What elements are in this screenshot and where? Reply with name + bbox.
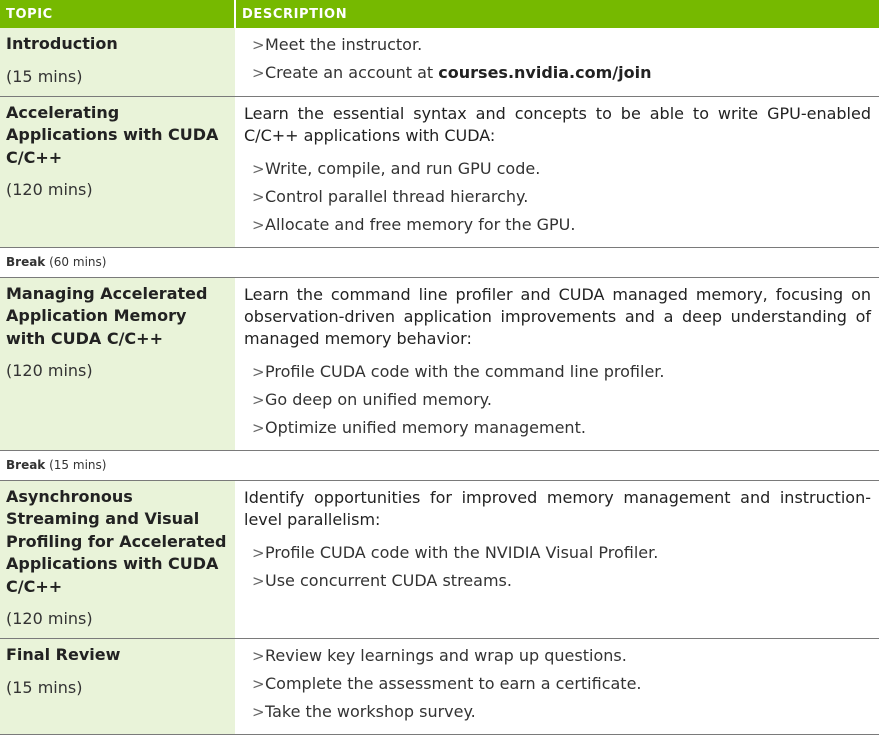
list-item-text: Go deep on unified memory. <box>265 389 492 409</box>
topic-duration: (15 mins) <box>6 66 83 86</box>
bullet-list: >Profile CUDA code with the NVIDIA Visua… <box>244 539 871 595</box>
caret-right-icon: > <box>252 390 265 409</box>
list-item: >Take the workshop survey. <box>244 698 871 726</box>
bullet-list: >Meet the instructor. >Create an account… <box>244 31 871 87</box>
list-item-text: Write, compile, and run GPU code. <box>265 158 541 178</box>
list-item-text: Take the workshop survey. <box>265 702 476 721</box>
caret-right-icon: > <box>252 418 265 437</box>
table-row: Final Review (15 mins) >Review key learn… <box>0 638 879 735</box>
description-lead: Identify opportunities for improved memo… <box>244 487 871 529</box>
description-cell: Identify opportunities for improved memo… <box>235 480 879 639</box>
bullet-list: >Profile CUDA code with the command line… <box>244 358 871 442</box>
caret-right-icon: > <box>252 571 265 590</box>
caret-right-icon: > <box>252 215 265 234</box>
topic-cell: Accelerating Applications with CUDA C/C+… <box>0 96 235 247</box>
topic-title: Final Review <box>6 645 121 664</box>
table-row: Accelerating Applications with CUDA C/C+… <box>0 96 879 247</box>
list-item: >Use concurrent CUDA streams. <box>244 567 871 595</box>
topic-duration: (120 mins) <box>6 180 93 199</box>
topic-duration: (120 mins) <box>6 361 93 380</box>
table-row: Introduction (15 mins) >Meet the instruc… <box>0 28 879 96</box>
list-item: >Meet the instructor. <box>244 31 871 59</box>
list-item-text: Use concurrent CUDA streams. <box>265 570 512 590</box>
list-item: >Allocate and free memory for the GPU. <box>244 211 871 239</box>
bullet-list: >Write, compile, and run GPU code. >Cont… <box>244 155 871 239</box>
topic-duration: (15 mins) <box>6 677 83 697</box>
caret-right-icon: > <box>252 647 265 665</box>
list-item: >Write, compile, and run GPU code. <box>244 155 871 183</box>
description-lead: Learn the essential syntax and concepts … <box>244 103 871 145</box>
topic-cell: Asynchronous Streaming and Visual Profil… <box>0 480 235 639</box>
break-cell: Break (60 mins) <box>0 247 879 277</box>
list-item: >Profile CUDA code with the command line… <box>244 358 871 386</box>
list-item-text: Allocate and free memory for the GPU. <box>265 214 576 234</box>
table-row: Asynchronous Streaming and Visual Profil… <box>0 480 879 639</box>
list-item: >Review key learnings and wrap up questi… <box>244 642 871 670</box>
topic-duration: (120 mins) <box>6 609 93 628</box>
description-lead: Learn the command line profiler and CUDA… <box>244 284 871 348</box>
break-cell: Break (15 mins) <box>0 450 879 480</box>
list-item-text: Review key learnings and wrap up questio… <box>265 646 627 665</box>
list-item-text: Create an account at <box>265 63 439 82</box>
caret-right-icon: > <box>252 675 265 693</box>
topic-title: Accelerating Applications with CUDA C/C+… <box>6 102 219 167</box>
caret-right-icon: > <box>252 36 265 54</box>
break-row: Break (15 mins) <box>0 450 879 480</box>
list-item-text: Optimize unified memory management. <box>265 417 586 437</box>
list-item: >Optimize unified memory management. <box>244 414 871 442</box>
caret-right-icon: > <box>252 159 265 178</box>
description-cell: Learn the essential syntax and concepts … <box>235 96 879 247</box>
topic-cell: Final Review (15 mins) <box>0 638 235 735</box>
description-cell: Learn the command line profiler and CUDA… <box>235 277 879 450</box>
list-item-text: Profile CUDA code with the command line … <box>265 361 665 381</box>
topic-title: Introduction <box>6 34 118 53</box>
description-cell: >Meet the instructor. >Create an account… <box>235 28 879 96</box>
break-label: Break <box>6 254 46 269</box>
break-duration: (60 mins) <box>49 254 107 269</box>
list-item: >Complete the assessment to earn a certi… <box>244 670 871 698</box>
list-item: >Create an account at courses.nvidia.com… <box>244 59 871 87</box>
topic-title: Asynchronous Streaming and Visual Profil… <box>6 486 227 596</box>
topic-header: TOPIC <box>0 0 236 28</box>
caret-right-icon: > <box>252 362 265 381</box>
table-row: Managing Accelerated Application Memory … <box>0 277 879 450</box>
list-item-text: Meet the instructor. <box>265 35 423 54</box>
caret-right-icon: > <box>252 703 265 721</box>
list-item: >Go deep on unified memory. <box>244 386 871 414</box>
description-header: DESCRIPTION <box>235 0 879 28</box>
caret-right-icon: > <box>252 64 265 82</box>
topic-title: Managing Accelerated Application Memory … <box>6 283 208 348</box>
topic-cell: Managing Accelerated Application Memory … <box>0 277 235 450</box>
list-item: >Profile CUDA code with the NVIDIA Visua… <box>244 539 871 567</box>
join-link[interactable]: courses.nvidia.com/join <box>438 63 652 82</box>
header-row: TOPIC DESCRIPTION <box>0 0 879 28</box>
list-item-text: Control parallel thread hierarchy. <box>265 186 529 206</box>
list-item-text: Complete the assessment to earn a certif… <box>265 674 642 693</box>
caret-right-icon: > <box>252 543 265 562</box>
caret-right-icon: > <box>252 187 265 206</box>
bullet-list: >Review key learnings and wrap up questi… <box>244 642 871 726</box>
list-item-text: Profile CUDA code with the NVIDIA Visual… <box>265 542 659 562</box>
description-cell: >Review key learnings and wrap up questi… <box>235 639 879 735</box>
break-label: Break <box>6 457 46 472</box>
break-row: Break (60 mins) <box>0 247 879 277</box>
topic-cell: Introduction (15 mins) <box>0 28 235 96</box>
break-duration: (15 mins) <box>49 457 107 472</box>
list-item: >Control parallel thread hierarchy. <box>244 183 871 211</box>
